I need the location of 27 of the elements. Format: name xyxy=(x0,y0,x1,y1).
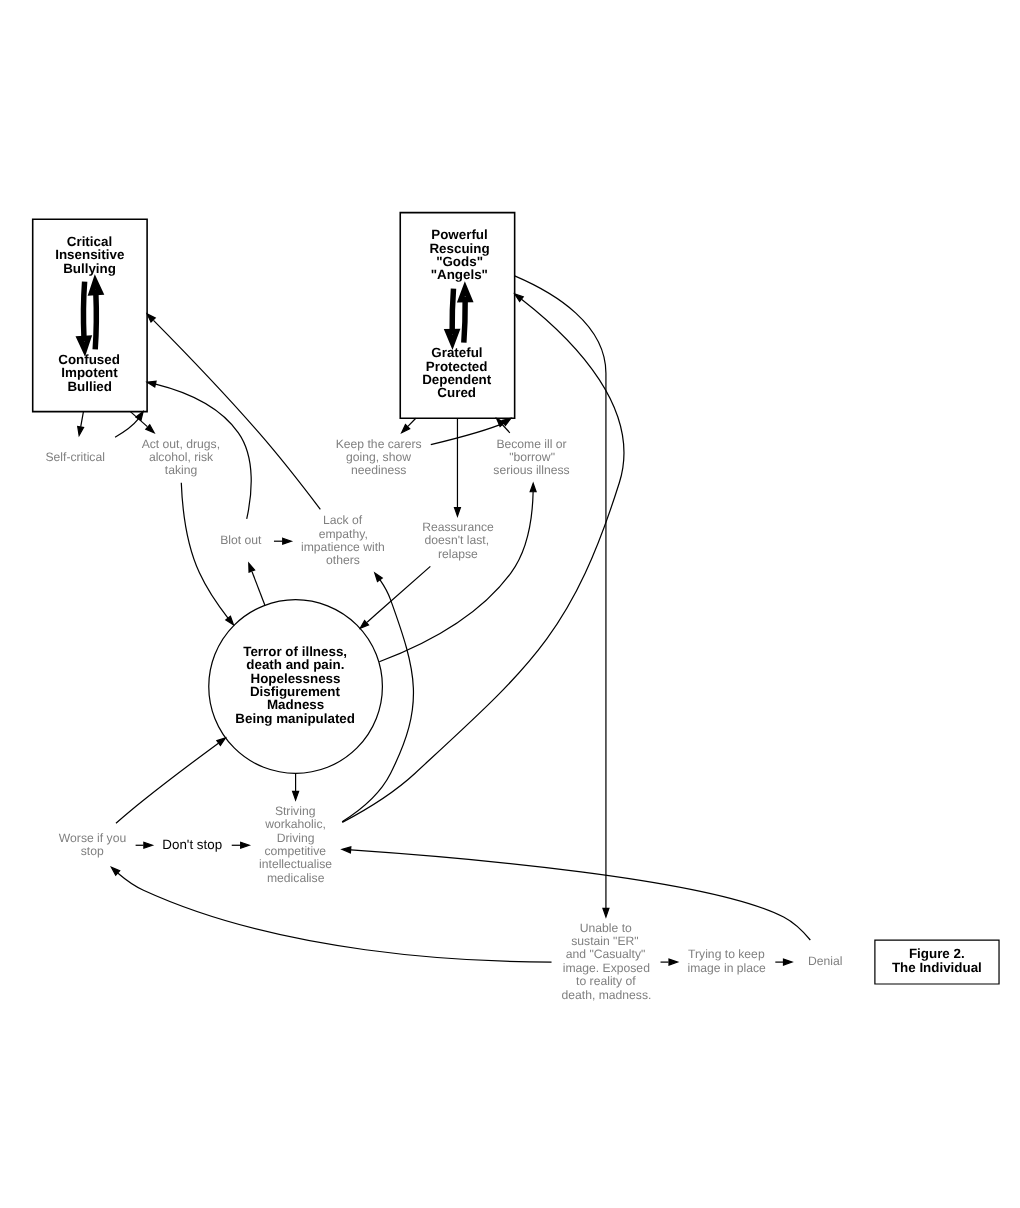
arrow xyxy=(773,957,793,965)
arrow xyxy=(74,280,92,356)
arrow xyxy=(247,560,265,605)
arrow xyxy=(128,409,155,433)
cluster xyxy=(398,210,515,419)
arrow xyxy=(144,311,320,509)
arrow xyxy=(658,957,679,965)
arrow xyxy=(494,415,510,433)
arrow xyxy=(340,291,624,822)
arrow xyxy=(357,564,430,629)
arrow xyxy=(114,735,226,823)
cluster xyxy=(30,217,147,412)
arrow xyxy=(452,416,461,517)
arrow xyxy=(144,379,251,519)
arrow xyxy=(113,409,144,437)
arrow xyxy=(399,416,416,434)
arrow xyxy=(109,865,552,962)
arrow xyxy=(179,481,234,626)
arrow xyxy=(429,416,512,445)
arrow xyxy=(86,273,104,349)
arrow xyxy=(455,280,473,342)
arrow xyxy=(340,570,413,822)
arrow xyxy=(377,480,536,662)
arrow xyxy=(75,409,84,437)
arrow xyxy=(442,287,460,350)
arrow xyxy=(339,845,810,940)
arrow xyxy=(513,274,609,918)
